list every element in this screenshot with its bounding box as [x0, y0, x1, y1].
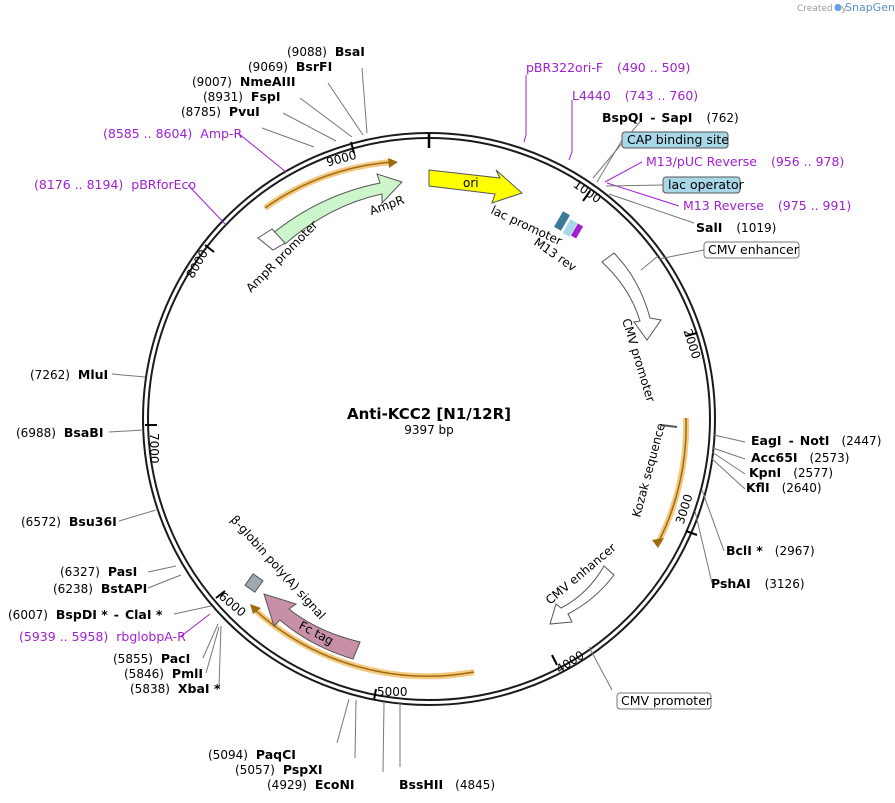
bglobin-feature[interactable] — [244, 573, 264, 593]
primer-amp-r[interactable]: (8585 .. 8604)Amp-R — [103, 126, 242, 141]
cmv-promoter-label: CMV promoter — [621, 693, 712, 708]
site-bspdi-clai[interactable]: (6007)BspDI *-ClaI * — [8, 607, 163, 622]
tick-label-4000: 4000 — [553, 648, 586, 676]
site-kfli[interactable]: KflI(2640) — [746, 480, 822, 495]
cmv-enhancer-label: CMV enhancer — [708, 242, 800, 257]
cmv-promoter-box[interactable]: CMV promoter — [616, 692, 712, 710]
site-pasi[interactable]: (6327)PasI — [60, 564, 137, 579]
ori-label: ori — [463, 176, 479, 190]
primer-l4440[interactable]: L4440(743 .. 760) — [572, 88, 698, 103]
cmv-promoter-feature-top[interactable] — [601, 252, 662, 341]
site-bspqi-sapi[interactable]: BspQI-SapI(762) — [602, 110, 739, 125]
cap-binding-site-box[interactable]: CAP binding site — [621, 131, 729, 149]
snapgene-logo-icon — [834, 4, 842, 11]
ampr-orf-line — [264, 161, 393, 209]
lac-promoter-label: lac promoter — [489, 203, 565, 248]
cmv-promoter-bg — [616, 692, 712, 710]
primer-m13-puc-reverse[interactable]: M13/pUC Reverse(956 .. 978) — [646, 154, 844, 169]
site-kpni[interactable]: KpnI(2577) — [749, 465, 833, 480]
site-pshai[interactable]: PshAI(3126) — [711, 576, 805, 591]
lac-operator-box[interactable]: lac operator — [662, 176, 745, 194]
cmv-enhancer-box[interactable]: CMV enhancer — [703, 241, 800, 259]
tick-label-2000: 2000 — [681, 327, 704, 360]
site-leader-lines — [108, 67, 746, 773]
kozak-marker — [660, 424, 678, 428]
site-bcli[interactable]: BclI *(2967) — [726, 543, 815, 558]
lac-promoter-feature[interactable] — [554, 211, 570, 231]
kozak-orf-line — [657, 417, 687, 544]
primer-m13-reverse[interactable]: M13 Reverse(975 .. 991) — [683, 198, 851, 213]
plasmid-name: Anti-KCC2 [N1/12R] — [347, 405, 511, 423]
site-bsshii[interactable]: BssHII(4845) — [399, 777, 495, 792]
tick-label-5000: 5000 — [377, 685, 408, 699]
fc-orf-line — [254, 609, 475, 677]
primer-pbr322ori-f[interactable]: pBR322ori-F(490 .. 509) — [526, 60, 690, 75]
ampr-orf-arrow-icon — [388, 158, 398, 168]
site-pvui[interactable]: (8785)PvuI — [181, 104, 260, 119]
site-bsrfi[interactable]: (9069)BsrFI — [248, 59, 332, 74]
site-bsai[interactable]: (9088)BsaI — [287, 44, 365, 59]
site-eagi-noti[interactable]: EagI-NotI(2447) — [751, 433, 881, 448]
primer-rbglobpa-r[interactable]: (5939 .. 5958)rbglobpA-R — [19, 629, 186, 644]
plasmid-size: 9397 bp — [404, 423, 454, 437]
lac-operator-label: lac operator — [668, 177, 745, 192]
kozak-label: Kozak sequence — [629, 422, 668, 519]
cmv-enhancer-feature-lower[interactable] — [549, 565, 615, 625]
m13-rev-feature[interactable] — [570, 223, 584, 239]
site-sali[interactable]: SalI(1019) — [696, 220, 776, 235]
site-acc65i[interactable]: Acc65I(2573) — [751, 450, 849, 465]
tick-label-7000: 7000 — [147, 433, 161, 464]
site-pspxi[interactable]: (5057)PspXI — [235, 762, 323, 777]
cap-binding-site-label: CAP binding site — [627, 132, 729, 147]
cmv-enhancer-leader — [658, 249, 705, 260]
ampr-feature[interactable] — [271, 173, 403, 245]
ampr-promoter-feature[interactable] — [257, 228, 286, 251]
site-bsu36i[interactable]: (6572)Bsu36I — [21, 514, 117, 529]
site-bsabi[interactable]: (6988)BsaBI — [16, 425, 104, 440]
site-pmli[interactable]: (5846)PmlI — [124, 666, 203, 681]
ori-feature[interactable] — [428, 169, 523, 204]
site-econi[interactable]: (4929)EcoNI — [267, 777, 355, 792]
site-paci[interactable]: (5855)PacI — [113, 651, 190, 666]
primer-leader-lines — [179, 75, 680, 638]
site-bstapi[interactable]: (6238)BstAPI — [53, 581, 147, 596]
site-xbai[interactable]: (5838)XbaI * — [130, 681, 221, 696]
cap-leader — [596, 139, 623, 183]
kozak-orf-arrow-icon — [652, 538, 664, 548]
fc-tag-feature[interactable] — [263, 593, 361, 660]
site-mlui[interactable]: (7262)MluI — [30, 367, 108, 382]
site-paqci[interactable]: (5094)PaqCI — [208, 747, 296, 762]
snapgene-brand: SnapGene — [845, 1, 895, 14]
tick-marks — [145, 141, 698, 701]
cap-site-feature[interactable] — [562, 219, 578, 237]
site-nmeaiii[interactable]: (9007)NmeAIII — [192, 74, 296, 89]
fc-orf-arrow-icon — [250, 604, 261, 614]
primer-pbrforeco[interactable]: (8176 .. 8194)pBRforEco — [34, 177, 196, 192]
site-fspi[interactable]: (8931)FspI — [203, 89, 280, 104]
lac-operator-leader — [605, 184, 664, 187]
created-by-label: Created by — [797, 4, 847, 14]
